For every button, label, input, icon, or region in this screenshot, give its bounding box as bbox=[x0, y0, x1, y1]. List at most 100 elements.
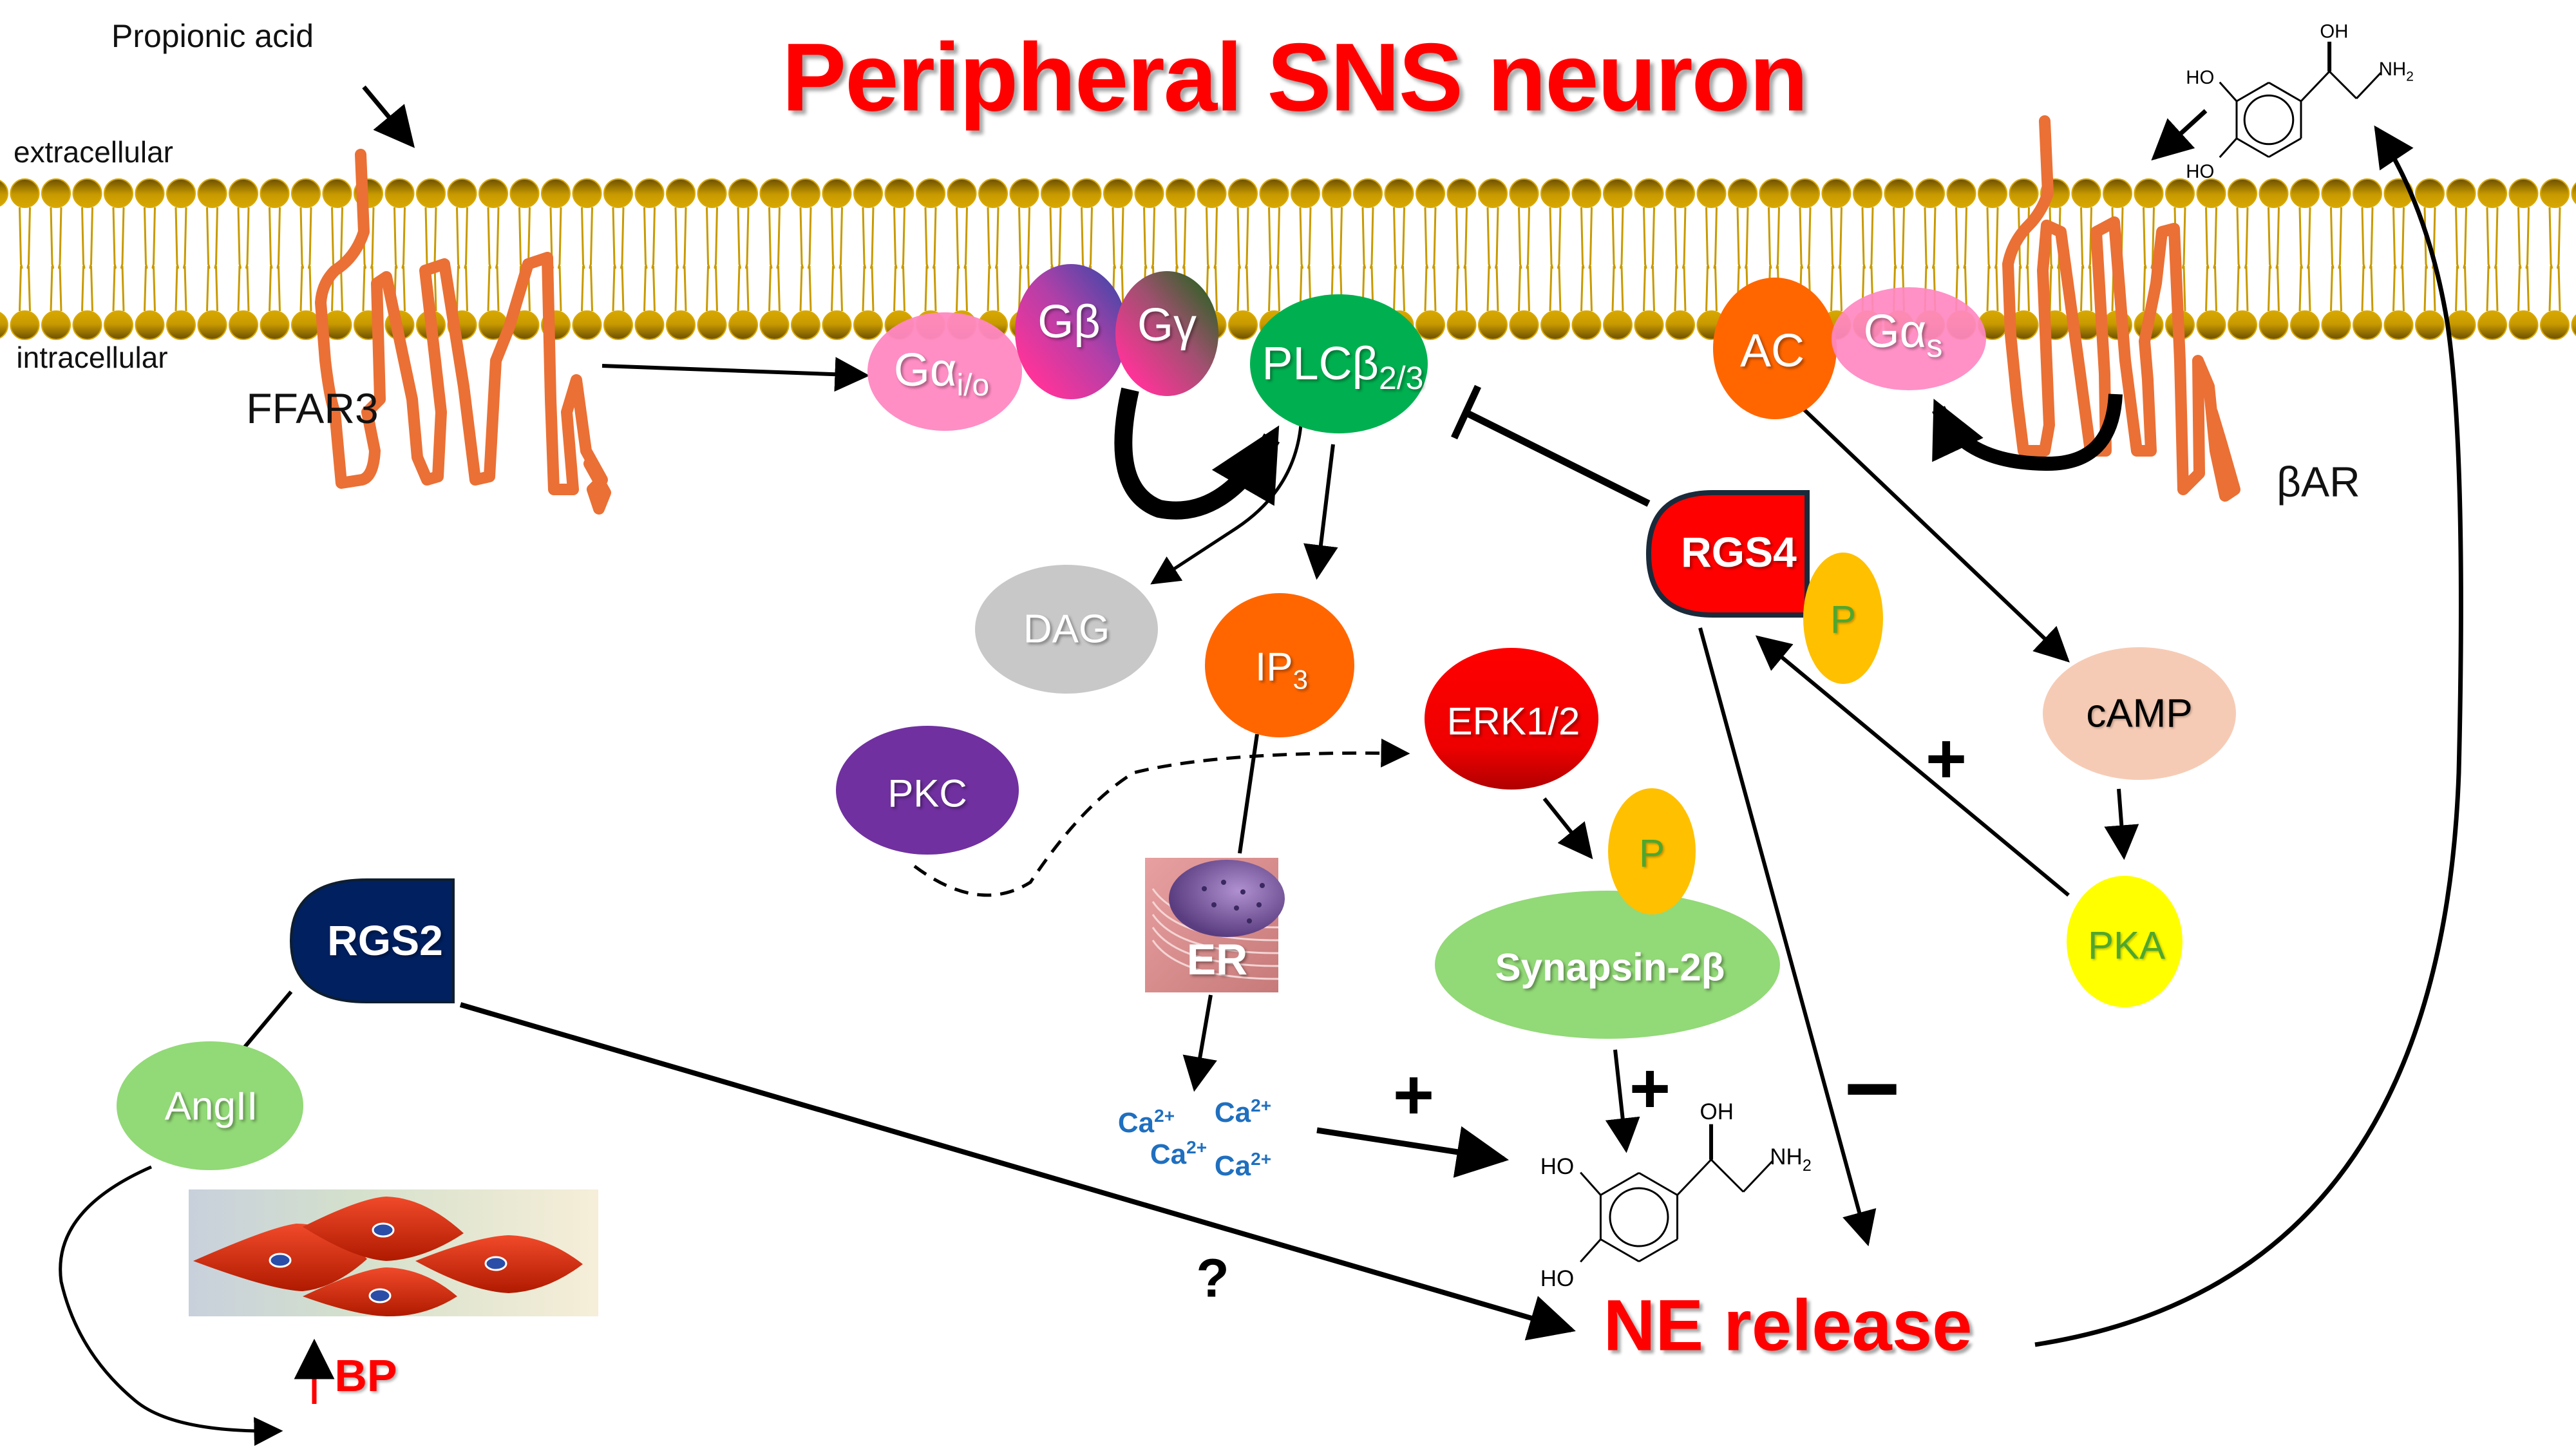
lipid-tail bbox=[1495, 207, 1499, 312]
lipid-head bbox=[1665, 310, 1695, 340]
lipid-head bbox=[2196, 178, 2226, 208]
lipid-tail bbox=[737, 207, 741, 312]
lipid-head bbox=[2165, 178, 2195, 208]
lipid-tail bbox=[2213, 207, 2217, 312]
lipid-head bbox=[2508, 310, 2539, 340]
lipid-tail bbox=[269, 207, 273, 312]
lipid-head bbox=[2134, 178, 2164, 208]
lipid-head bbox=[322, 178, 352, 208]
rgs4-label: RGS4 bbox=[1681, 528, 1797, 576]
calcium-ion: Ca2+ bbox=[1214, 1149, 1272, 1182]
lipid-tail bbox=[2057, 207, 2061, 312]
lipid-tail bbox=[1549, 207, 1553, 312]
lipid-head bbox=[1571, 310, 1602, 340]
lipid-head bbox=[229, 178, 258, 208]
lipid-tail bbox=[1518, 207, 1522, 312]
lipid-tail bbox=[1900, 207, 1905, 312]
ne-to-beta-ar-arrow bbox=[2151, 109, 2208, 161]
lipid-tail bbox=[433, 207, 437, 312]
lipid-tail bbox=[1861, 207, 1866, 312]
beta-ar-label: βAR bbox=[2277, 458, 2360, 506]
lipid-tail bbox=[1580, 207, 1585, 312]
bond bbox=[1676, 1159, 1712, 1196]
lipid-head bbox=[822, 310, 852, 340]
lipid-tail bbox=[1870, 207, 1874, 312]
ne-release-to-beta-ar-arrow bbox=[2034, 125, 2463, 1347]
lipid-tail bbox=[1268, 207, 1273, 312]
lipid-tail bbox=[674, 207, 679, 312]
ffar3-to-galpha-arrow bbox=[601, 357, 870, 392]
lipid-head bbox=[1291, 178, 1320, 208]
lipid-tail bbox=[933, 207, 937, 312]
lipid-tail bbox=[393, 207, 398, 312]
lipid-tail bbox=[1049, 207, 1054, 312]
camp-label: cAMP bbox=[2086, 691, 2193, 736]
lipid-head bbox=[2103, 178, 2132, 208]
lipid-head bbox=[1041, 178, 1070, 208]
galpha-s-node bbox=[1832, 287, 1986, 390]
lipid-tail bbox=[1432, 207, 1437, 312]
lipid-tail bbox=[1143, 207, 1148, 312]
bond bbox=[2329, 70, 2358, 99]
er-illustration bbox=[1145, 858, 1285, 992]
lipid-head bbox=[1259, 178, 1289, 208]
lipid-tail bbox=[1955, 207, 1960, 312]
lipid-tail bbox=[2486, 207, 2490, 312]
synapsin-label: Synapsin-2β bbox=[1495, 945, 1725, 989]
lipid-tail bbox=[112, 207, 117, 312]
bond bbox=[2268, 81, 2302, 102]
lipid-tail bbox=[620, 207, 625, 312]
bond bbox=[2268, 137, 2302, 158]
lipid-head bbox=[1540, 310, 1570, 340]
lipid-head bbox=[2228, 310, 2257, 340]
lipid-head bbox=[572, 310, 602, 340]
lipid-tail bbox=[1994, 207, 1999, 312]
plus-sign: + bbox=[1392, 1055, 1435, 1135]
aromatic-ring bbox=[2243, 94, 2295, 146]
lipid-head bbox=[728, 178, 758, 208]
lipid-tail bbox=[2080, 207, 2085, 312]
lipid-tail bbox=[987, 207, 991, 312]
lipid-head bbox=[791, 178, 820, 208]
lipid-tail bbox=[995, 207, 999, 312]
lipid-head bbox=[666, 310, 696, 340]
lipid-head bbox=[1665, 178, 1695, 208]
lipid-head bbox=[1603, 310, 1633, 340]
lipid-head bbox=[1571, 178, 1602, 208]
lipid-tail bbox=[2494, 207, 2499, 312]
cell-membrane bbox=[0, 178, 2576, 340]
lipid-head bbox=[1884, 178, 1914, 208]
bond bbox=[1580, 1171, 1602, 1196]
minus-sign: − bbox=[1844, 1034, 1900, 1142]
angii-to-bp-arrow bbox=[59, 1165, 283, 1446]
lipid-tail bbox=[1643, 207, 1647, 312]
question-mark: ? bbox=[1196, 1247, 1229, 1309]
lipid-tail bbox=[1736, 207, 1741, 312]
ffar3-label: FFAR3 bbox=[246, 384, 379, 432]
lipid-tail bbox=[745, 207, 750, 312]
lipid-tail bbox=[1338, 207, 1343, 312]
calcium-ion: Ca2+ bbox=[1117, 1106, 1175, 1139]
lipid-tail bbox=[370, 207, 375, 312]
lipid-tail bbox=[2268, 207, 2272, 312]
lipid-tail bbox=[799, 207, 804, 312]
lipid-tail bbox=[1393, 207, 1397, 312]
lipid-tail bbox=[144, 207, 148, 312]
pkc-label: PKC bbox=[887, 772, 967, 815]
lipid-head bbox=[853, 178, 883, 208]
gbetagamma-to-plc-curved-arrow bbox=[1114, 387, 1280, 520]
lipid-tail bbox=[2205, 207, 2210, 312]
lipid-head bbox=[2571, 182, 2576, 204]
ggamma-label: Gγ bbox=[1137, 299, 1197, 351]
lipid-tail bbox=[1151, 207, 1155, 312]
lipid-tail bbox=[1112, 207, 1116, 312]
lipid-tail bbox=[706, 207, 710, 312]
lipid-tail bbox=[2548, 207, 2553, 312]
ac-label: AC bbox=[1739, 325, 1805, 377]
lipid-tail bbox=[808, 207, 812, 312]
synapsin-to-ne-arrow bbox=[1605, 1049, 1640, 1153]
bond bbox=[1742, 1160, 1774, 1193]
lipid-head bbox=[1446, 178, 1477, 208]
lipid-tail bbox=[1674, 207, 1678, 312]
lipid-head bbox=[697, 310, 727, 340]
